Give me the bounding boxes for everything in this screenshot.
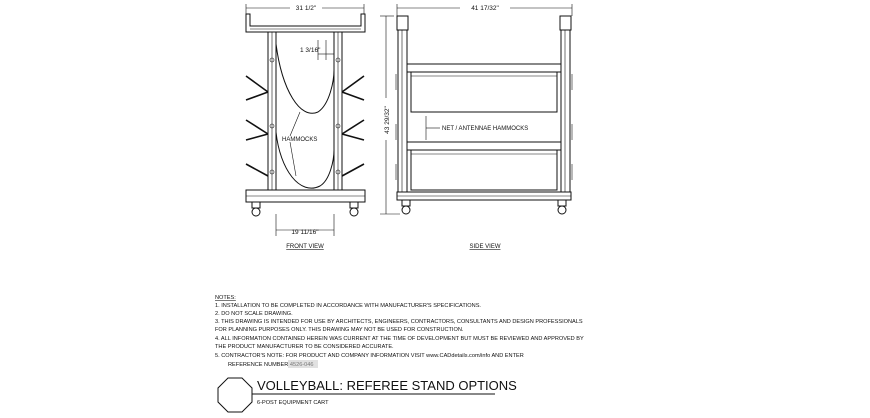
note-line: 1. INSTALLATION TO BE COMPLETED IN ACCOR… <box>215 303 481 309</box>
note-line: 5. CONTRACTOR'S NOTE: FOR PRODUCT AND CO… <box>215 353 524 359</box>
note-line: THE PRODUCT MANUFACTURER TO BE CONSIDERE… <box>215 344 394 350</box>
front-view-caption: FRONT VIEW <box>286 244 324 250</box>
note-line: FOR PLANNING PURPOSES ONLY. THIS DRAWING… <box>215 327 464 333</box>
reference-highlight <box>288 360 318 368</box>
octagon-symbol <box>217 377 253 413</box>
note-line: 2. DO NOT SCALE DRAWING. <box>215 311 293 317</box>
front-view: 31 1/2" HAMMOCKS <box>245 4 366 250</box>
net-hammocks-label: NET / ANTENNAE HAMMOCKS <box>442 126 528 132</box>
notes-block: NOTES: 1. INSTALLATION TO BE COMPLETED I… <box>215 295 584 368</box>
drawing-subtitle: 6-POST EQUIPMENT CART <box>257 400 329 406</box>
hammock-offset-dimension: 1 3/16" <box>300 47 321 54</box>
front-width-dimension: 31 1/2" <box>296 5 317 12</box>
front-base-dimension: 19 11/16" <box>291 229 319 236</box>
side-view: 41 17/32" NET / ANTENNAE HAMMOCKS <box>380 4 573 250</box>
note-line: 4. ALL INFORMATION CONTAINED HEREIN WAS … <box>215 336 584 342</box>
note-line: 3. THIS DRAWING IS INTENDED FOR USE BY A… <box>215 319 583 325</box>
notes-heading: NOTES: <box>215 295 236 301</box>
title-block: VOLLEYBALL: REFEREE STAND OPTIONS 6-POST… <box>217 377 517 413</box>
hammocks-label: HAMMOCKS <box>282 137 317 143</box>
side-width-dimension: 41 17/32" <box>471 5 499 12</box>
side-height-dimension: 43 29/32" <box>384 106 391 134</box>
side-view-caption: SIDE VIEW <box>469 244 500 250</box>
drawing-title: VOLLEYBALL: REFEREE STAND OPTIONS <box>257 378 517 393</box>
